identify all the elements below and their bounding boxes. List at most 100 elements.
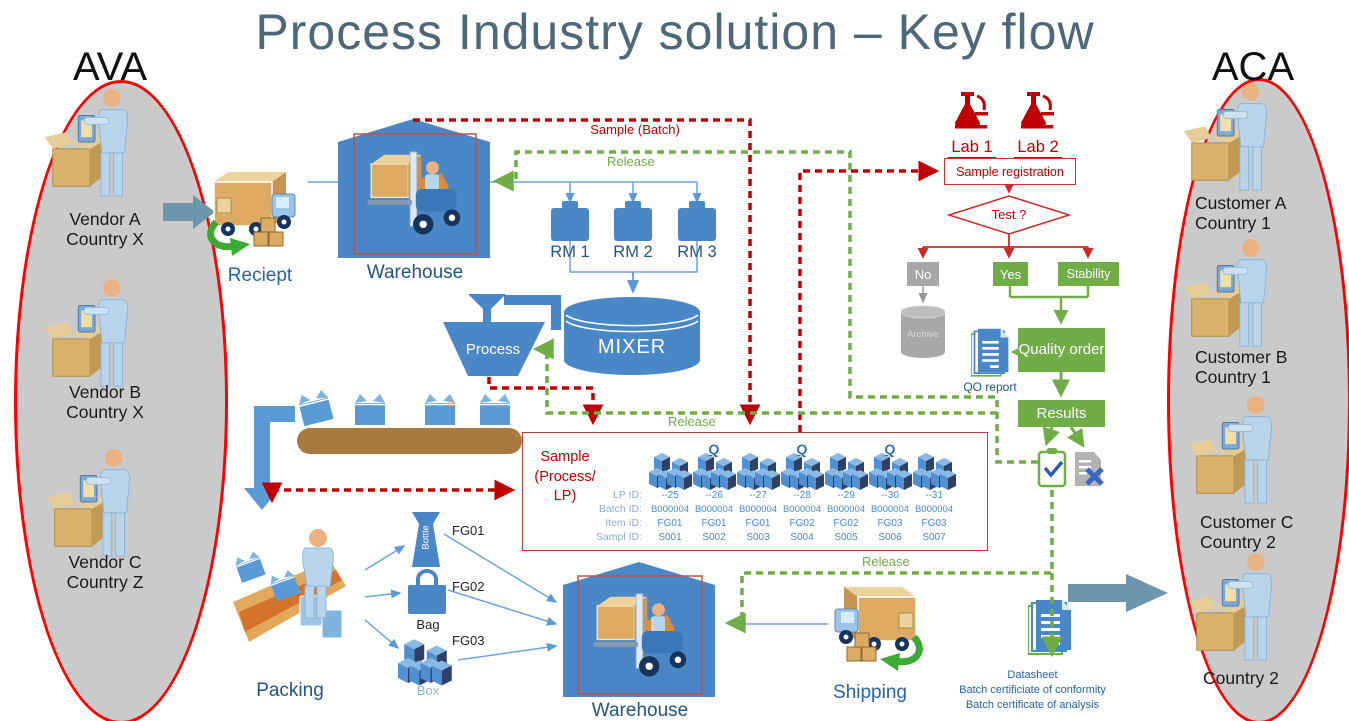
qo-report-label: QO report xyxy=(963,380,1017,394)
sample-value: S005 xyxy=(834,532,858,543)
bag-icon xyxy=(408,569,446,614)
warehouse-in-label: Warehouse xyxy=(366,262,464,283)
datasheet-text: Datasheet Batch certificiate of conformi… xyxy=(959,669,1106,711)
bag-shape-label: Bag xyxy=(416,617,440,632)
lab1-flask-icon xyxy=(953,91,990,130)
item-value: FG02 xyxy=(833,518,859,529)
sample-batch-flow-label: Sample (Batch) xyxy=(590,122,680,137)
sample-value: S002 xyxy=(702,532,726,543)
qo-report-icon xyxy=(971,328,1010,377)
lp-value: --27 xyxy=(749,490,767,501)
batch-value: B000004 xyxy=(782,504,822,515)
q-flag: Q xyxy=(708,441,720,457)
blue-connectors xyxy=(308,181,828,661)
fg01-label: FG01 xyxy=(452,523,485,538)
test-decision-diamond xyxy=(946,195,1072,235)
item-value: FG01 xyxy=(657,518,683,529)
mixer-icon xyxy=(468,294,700,375)
box-icon xyxy=(398,639,452,685)
page-title: Process Industry solution – Key flow xyxy=(255,4,1095,60)
quality-order-box: Quality order xyxy=(1018,328,1105,372)
lp-value: --26 xyxy=(705,490,723,501)
warehouse-out-icon xyxy=(563,562,715,697)
row-label-sample: Sampl ID: xyxy=(595,531,642,543)
batch-value: B000004 xyxy=(870,504,910,515)
shipping-label: Shipping xyxy=(833,682,907,703)
red-dashed-sample-flows xyxy=(261,118,940,504)
row-label-lp: LP ID: xyxy=(613,489,642,501)
vendor-person-icon xyxy=(44,88,131,557)
rm-container-icons xyxy=(551,201,716,241)
batch-value: B000004 xyxy=(826,504,866,515)
lab2-flask-icon xyxy=(1019,91,1056,130)
green-dashed-release-flows xyxy=(492,150,1063,658)
vendors-group-label: AVA xyxy=(72,45,148,89)
lp-value: --28 xyxy=(793,490,811,501)
sample-value: S004 xyxy=(790,532,814,543)
rejected-doc-icon xyxy=(1075,452,1104,486)
conveyor-icon xyxy=(296,388,522,454)
rm2-label: RM 2 xyxy=(613,243,653,261)
green-flow-lines xyxy=(1008,286,1090,448)
release-top-label: Release xyxy=(607,154,655,169)
results-box: Results xyxy=(1018,400,1105,427)
sample-table xyxy=(522,432,988,551)
release-ship-label: Release xyxy=(862,554,910,569)
rm1-label: RM 1 xyxy=(550,243,590,261)
lp-value: --29 xyxy=(837,490,855,501)
stability-box: Stability xyxy=(1058,262,1119,286)
sample-value: S001 xyxy=(658,532,682,543)
lab1-label: Lab 1 xyxy=(948,138,996,158)
fg02-label: FG02 xyxy=(452,579,485,594)
customers-group-label: ACA xyxy=(1211,45,1295,89)
batch-value: B000004 xyxy=(738,504,778,515)
warehouse-out-label: Warehouse xyxy=(591,700,689,721)
fg03-label: FG03 xyxy=(452,633,485,648)
test-label: Test ? xyxy=(991,207,1027,222)
lab2-label: Lab 2 xyxy=(1014,138,1062,158)
datasheet-to-customer-arrow xyxy=(1068,574,1168,612)
batch-value: B000004 xyxy=(650,504,690,515)
process-label: Process xyxy=(465,341,521,358)
packing-station-icon xyxy=(232,529,346,642)
rm3-label: RM 3 xyxy=(677,243,717,261)
lp-value: --30 xyxy=(881,490,899,501)
datasheet-icon xyxy=(1028,600,1072,655)
sample-value: S003 xyxy=(746,532,770,543)
batch-value: B000004 xyxy=(914,504,954,515)
shipping-truck-icon xyxy=(835,587,919,671)
sample-value: S006 xyxy=(878,532,902,543)
archive-cylinder-icon xyxy=(900,305,946,358)
no-box: No xyxy=(907,262,939,286)
warehouse-in-icon xyxy=(338,119,490,258)
sample-registration-box: Sample registration xyxy=(944,158,1076,185)
packing-label: Packing xyxy=(256,680,324,701)
release-mid-label: Release xyxy=(668,414,716,429)
bottle-shape-label: Bottle xyxy=(420,525,432,550)
box-shape-label: Box xyxy=(416,683,440,698)
customer-d-label: Country 2 xyxy=(1203,668,1279,688)
q-flag: Q xyxy=(884,441,896,457)
receipt-truck-icon xyxy=(211,172,295,256)
row-label-batch: Batch ID: xyxy=(598,503,642,515)
q-flag: Q xyxy=(796,441,808,457)
item-value: FG03 xyxy=(877,518,903,529)
lab-flow-lines xyxy=(917,183,1094,259)
archive-label: Archive xyxy=(907,329,939,340)
item-value: FG02 xyxy=(789,518,815,529)
conveyor-to-packing-arrow xyxy=(244,406,295,510)
receipt-label: Reciept xyxy=(227,265,293,286)
bottle-icon xyxy=(412,512,440,567)
lp-value: --25 xyxy=(661,490,679,501)
sample-value: S007 xyxy=(922,532,946,543)
batch-value: B000004 xyxy=(694,504,734,515)
approved-check-icon xyxy=(1037,448,1067,488)
item-value: FG01 xyxy=(701,518,727,529)
item-value: FG03 xyxy=(921,518,947,529)
